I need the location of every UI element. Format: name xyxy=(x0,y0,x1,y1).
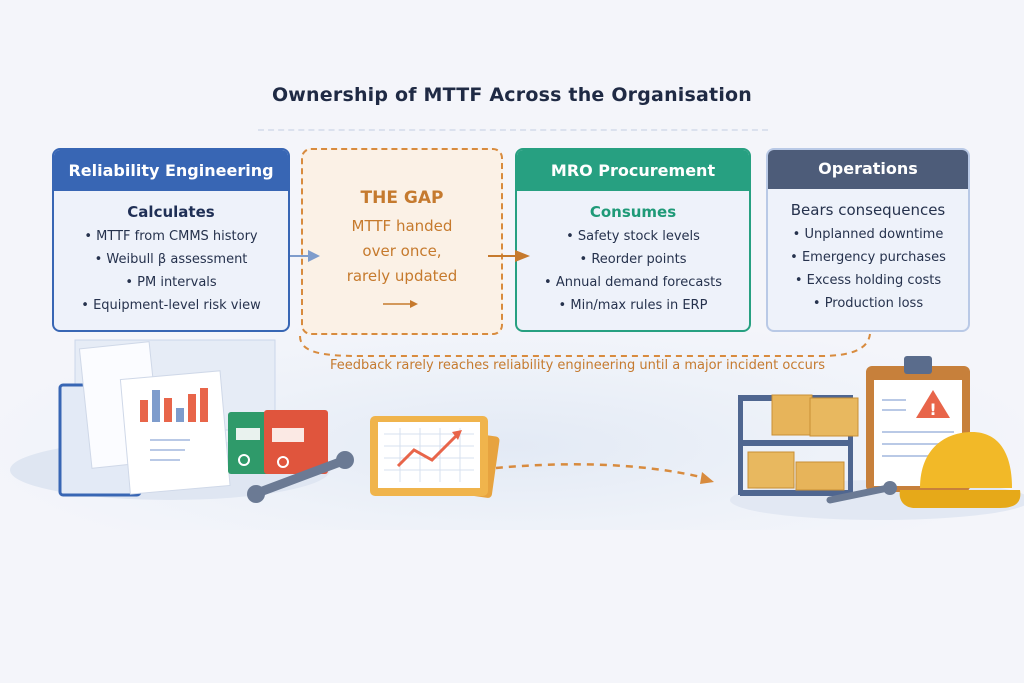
gap-line: rarely updated xyxy=(346,267,458,285)
wrench-icon xyxy=(826,481,897,504)
card-subheading: Calculates xyxy=(127,203,215,221)
mro-procurement-card: MRO Procurement Consumes Safety stock le… xyxy=(515,148,751,332)
list-item: Reorder points xyxy=(517,248,749,271)
list-item: Safety stock levels xyxy=(517,225,749,248)
feedback-note: Feedback rarely reaches reliability engi… xyxy=(330,358,825,373)
list-item: PM intervals xyxy=(54,271,288,294)
trend-chart-icon xyxy=(370,416,500,498)
card-subheading: Consumes xyxy=(589,203,677,221)
arrow-right-icon xyxy=(290,250,320,262)
card-header: MRO Procurement xyxy=(517,150,749,191)
list-item: Excess holding costs xyxy=(768,269,968,292)
list-item: Production loss xyxy=(768,292,968,315)
page-title: Ownership of MTTF Across the Organisatio… xyxy=(271,84,753,106)
svg-text:!: ! xyxy=(929,400,936,419)
list-item: Equipment-level risk view xyxy=(54,294,288,317)
arrow-head-icon xyxy=(700,472,714,484)
hard-hat-icon xyxy=(899,432,1021,508)
card-subheading: Bears consequences xyxy=(790,201,946,219)
reliability-engineering-card: Reliability Engineering Calculates MTTF … xyxy=(52,148,290,332)
card-header: Reliability Engineering xyxy=(54,150,288,191)
list-item: Unplanned downtime xyxy=(768,223,968,246)
flow-dashed-arrow xyxy=(495,463,706,480)
list-item: Min/max rules in ERP xyxy=(517,294,749,317)
card-list: MTTF from CMMS history Weibull β assessm… xyxy=(54,225,288,317)
operations-card: Operations Bears consequences Unplanned … xyxy=(766,148,970,332)
gap-line: MTTF handed xyxy=(351,217,453,235)
clipboard-warning-icon: ! xyxy=(866,356,970,492)
gap-line: over once, xyxy=(362,242,442,260)
binders-icon xyxy=(228,410,328,474)
list-item: MTTF from CMMS history xyxy=(54,225,288,248)
wrench-icon xyxy=(247,451,354,503)
card-list: Safety stock levels Reorder points Annua… xyxy=(517,225,749,317)
title-divider xyxy=(258,129,768,131)
list-item: Weibull β assessment xyxy=(54,248,288,271)
arrow-right-icon xyxy=(488,250,530,262)
feedback-loop-line xyxy=(299,333,871,357)
arrow-right-icon xyxy=(383,300,418,308)
gap-title: THE GAP xyxy=(360,188,444,208)
card-list: Unplanned downtime Emergency purchases E… xyxy=(768,223,968,315)
gap-body: MTTF handed over once, rarely updated xyxy=(303,214,501,289)
list-item: Annual demand forecasts xyxy=(517,271,749,294)
card-header: Operations xyxy=(768,150,968,189)
list-item: Emergency purchases xyxy=(768,246,968,269)
